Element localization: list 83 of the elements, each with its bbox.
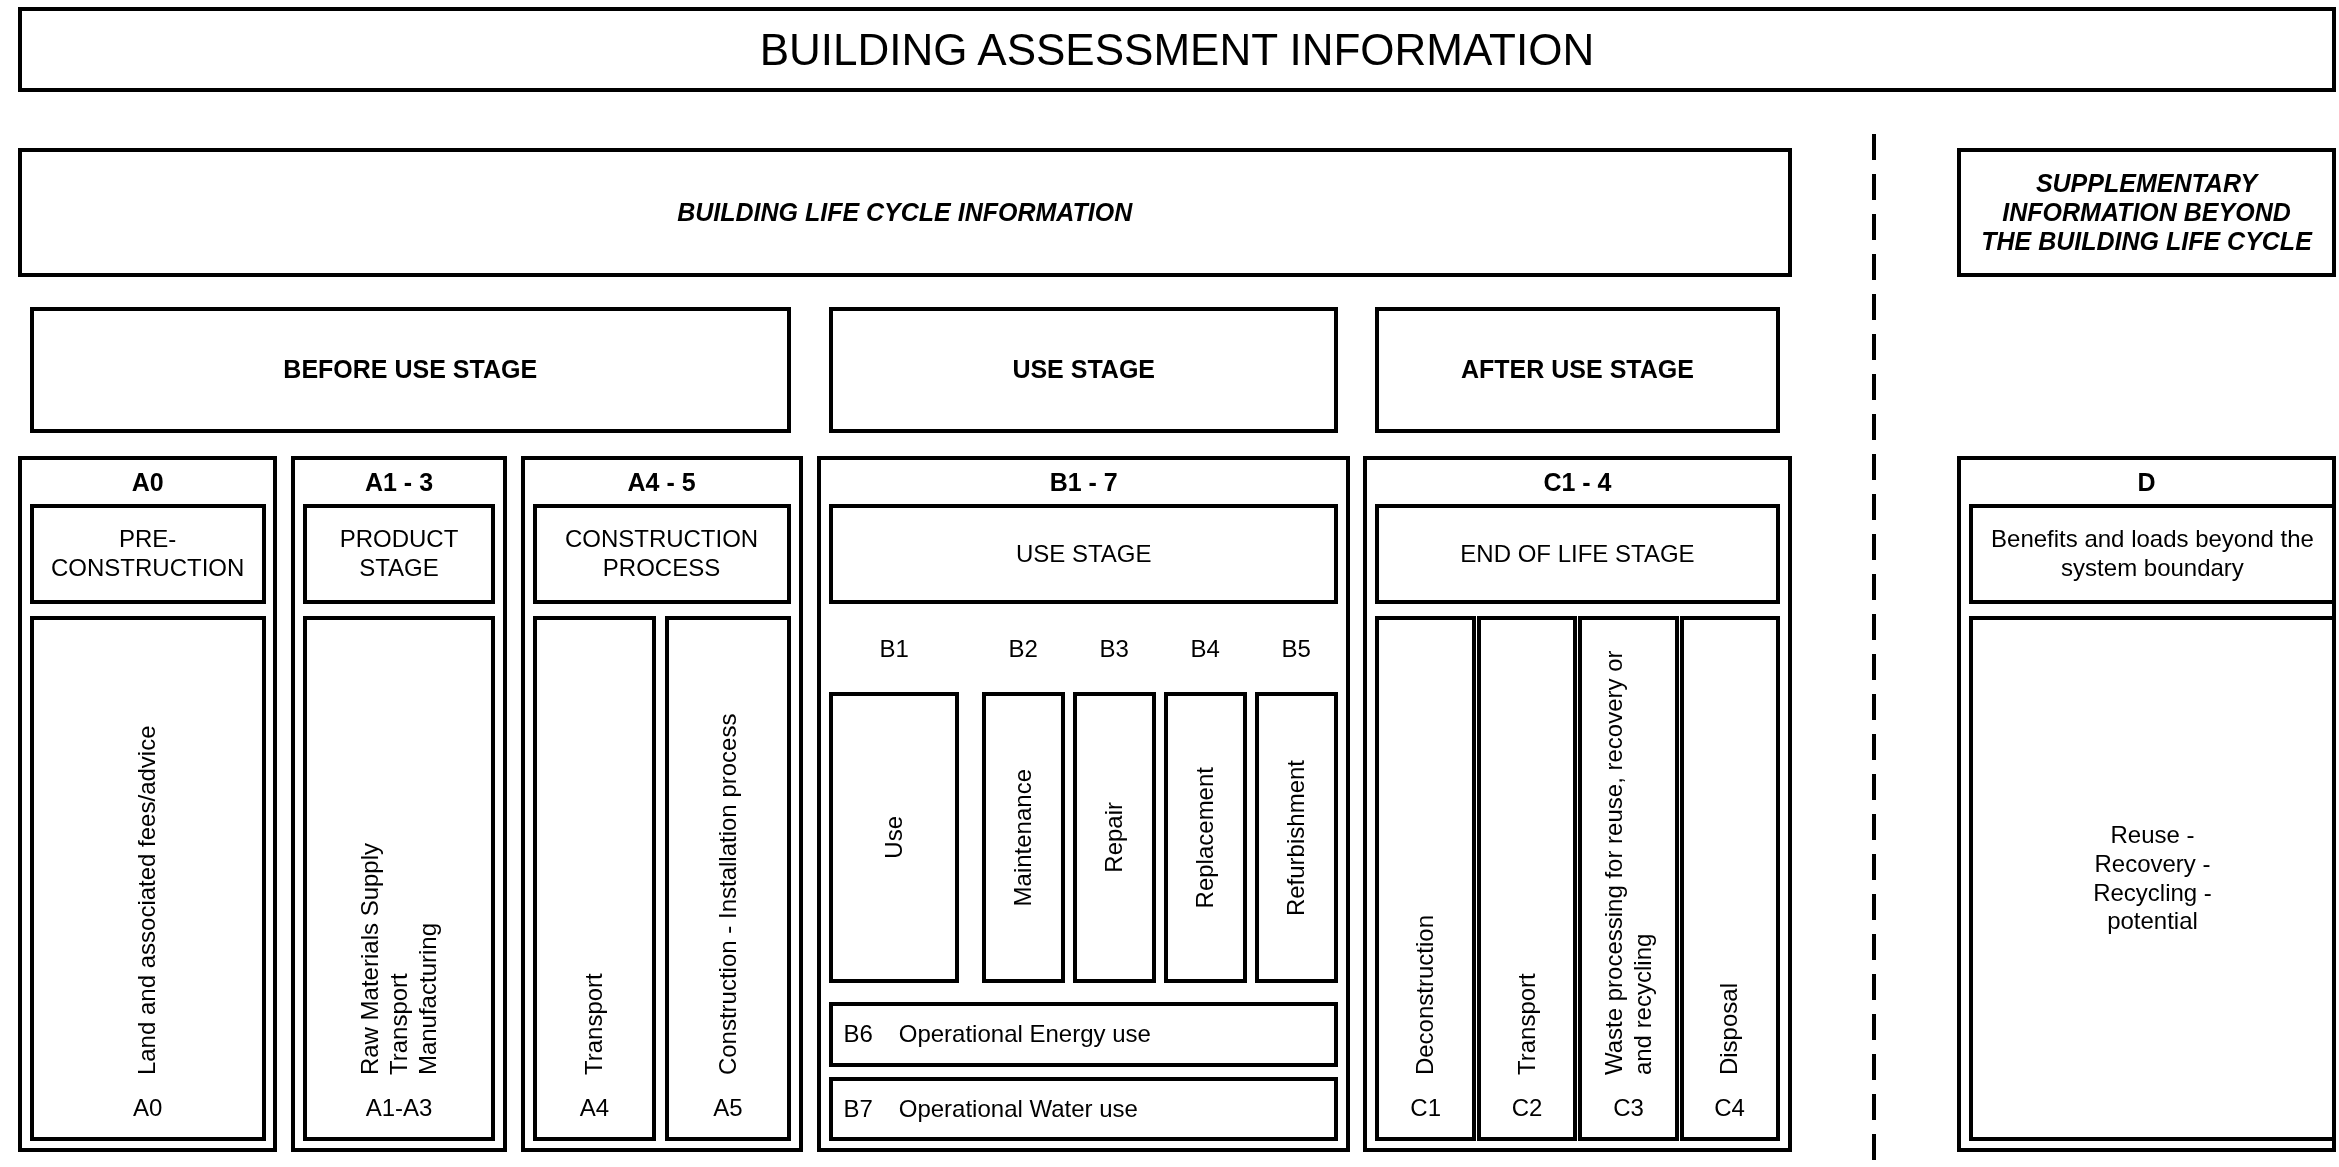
module-description: Land and associated fees/advice [133,724,162,1076]
module-description: Replacement [1190,766,1219,909]
stage-box [829,504,1339,605]
module-box [1254,692,1339,983]
module-code: A5 [712,1094,744,1124]
module-code: C1 [1409,1094,1443,1124]
module-box [1476,616,1578,1142]
module-box [302,616,496,1142]
module-column [17,456,278,1152]
module-code: B1 [878,635,910,664]
module-column [1957,456,2336,1152]
stage-box [1375,504,1780,605]
stage-label: END OF LIFE STAGE [1460,539,1695,569]
module-box [981,692,1066,983]
module-box [829,692,960,983]
module-heading: C1 - 4 [1543,468,1612,498]
module-code: B4 [1189,635,1221,664]
module-column [817,456,1350,1152]
module-code: C2 [1510,1094,1544,1124]
heading-text: SUPPLEMENTARY INFORMATION BEYOND THE BUILDING LIFE CYCLE [1980,169,2314,257]
stage-box [1375,307,1780,433]
module-description: Operational Energy use [898,1020,1151,1049]
module-heading: A1 - 3 [364,468,434,498]
module-description: Waste processing for reuse, recovery or and recycling [1599,649,1657,1076]
module-description: Use [879,816,908,859]
module-box [1163,692,1248,983]
module-code: C4 [1713,1094,1746,1124]
module-description: Operational Water use [898,1094,1138,1124]
module-description: Raw Materials Supply [355,842,384,1076]
module-description: Transport [1512,972,1541,1076]
stage-box [829,307,1339,433]
stage-label: CONSTRUCTION PROCESS [563,525,760,583]
heading-text: BEFORE USE STAGE [283,355,538,385]
stage-box [29,307,791,433]
module-column [520,456,803,1152]
module-code: C3 [1612,1094,1645,1124]
module-box [1072,692,1157,983]
module-column [1363,456,1792,1152]
module-heading: A0 [131,468,164,498]
module-box [1375,616,1477,1142]
stage-label: Benefits and loads beyond the system boundary [1990,525,2315,583]
module-description: Refurbishment [1281,759,1310,916]
module-box [29,616,266,1142]
module-description: Transport [580,972,608,1076]
section-box [1957,147,2336,278]
module-code: B7 [843,1094,873,1124]
module-box [665,616,791,1142]
module-description: Transport [384,972,413,1076]
section-box [17,147,1792,278]
stage-label: USE STAGE [1015,539,1152,569]
module-box [1578,616,1679,1142]
module-code: A0 [131,1094,164,1124]
module-description: Maintenance [1008,768,1037,907]
module-box [829,1077,1339,1142]
stage-box [532,504,791,605]
module-heading: A4 - 5 [627,468,696,498]
heading-text: AFTER USE STAGE [1461,355,1694,385]
module-description: Reuse - Recovery - Recycling - potential [2092,821,2213,937]
stage-box [302,504,496,605]
module-code: A4 [578,1094,611,1124]
module-box [829,1002,1339,1067]
module-heading: D [2137,468,2156,498]
stage-label: PRE-CONSTRUCTION [50,525,246,583]
module-box [532,616,657,1142]
header-box [17,7,2336,93]
module-code: B5 [1280,635,1312,664]
module-heading: B1 - 7 [1049,468,1118,498]
title-text: BUILDING ASSESSMENT INFORMATION [759,23,1595,76]
module-box [1679,616,1780,1142]
module-description: Manufacturing [413,922,442,1076]
module-code: B3 [1098,635,1130,664]
heading-text: USE STAGE [1012,355,1155,385]
module-description: Deconstruction [1411,914,1440,1076]
module-code: B2 [1007,635,1039,664]
stage-box [29,504,266,605]
module-column [290,456,508,1152]
module-description: Repair [1099,802,1128,873]
stage-label: PRODUCT STAGE [338,525,460,583]
module-description: Disposal [1715,982,1744,1076]
module-code: A1-A3 [364,1094,434,1124]
heading-text: BUILDING LIFE CYCLE INFORMATION [677,198,1133,228]
module-code: B6 [843,1020,873,1049]
module-description: Construction - Installation process [713,712,742,1076]
